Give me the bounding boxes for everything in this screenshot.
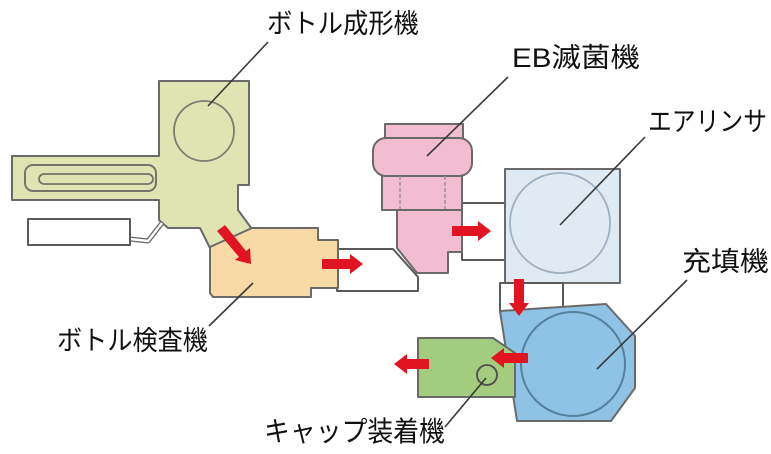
air-rinser-body [504,168,621,284]
sterilizer-lower-block [396,209,463,274]
leader-line-inspector [208,282,254,327]
rinser-turret-circle [509,172,611,274]
bottle-inspector-body [209,227,339,298]
capper-body [417,337,516,398]
leader-line-rinser [559,136,646,226]
sterilizer-mid-block [381,173,463,211]
former-turret-circle [173,100,235,162]
flow-arrow-capper-outfeed [394,354,429,374]
leader-line-sterilizer [426,76,509,157]
flow-arrows [217,221,529,374]
leader-line-former [207,41,269,107]
capper-detail-circle [476,364,498,386]
label-capper: キャップ装着機 [264,416,445,447]
bottle-former-machine [11,80,253,249]
filler-machine [499,303,636,422]
leader-lines [207,41,688,428]
eb-sterilizer-machine [372,123,473,274]
sterilizer-drum [372,137,473,177]
air-rinser-machine [504,168,621,284]
leader-line-filler [596,279,688,370]
filler-body [499,303,636,422]
leader-line-capper [444,377,487,428]
labels: ボトル成形機 EB滅菌機 エアリンサ 充填機 ボトル検査機 キャップ装着機 [57,9,769,447]
flow-arrow-filler-to-capper [491,348,528,368]
label-bottle-inspector: ボトル検査機 [57,326,208,356]
label-air-rinser: エアリンサ [648,107,767,137]
flow-arrow-sterilizer-to-rinser [452,221,491,241]
label-filler: 充填機 [682,247,769,277]
feed-connector-tube-outline [129,221,164,244]
preform-rail-outer [24,164,157,192]
flow-arrow-inspector-to-conveyor [322,254,363,274]
preform-rail-inner [38,173,154,185]
preform-feed-box [27,218,131,246]
filler-turret-circle [520,311,626,417]
label-eb-sterilizer: EB滅菌機 [512,43,640,73]
capper-machine [417,337,516,398]
feed-connector-tube [129,222,163,243]
label-bottle-former: ボトル成形機 [267,9,419,39]
flow-arrow-former-to-inspector [217,225,251,264]
flow-arrow-rinser-to-filler [509,279,529,316]
bottle-inspector-machine [209,227,339,298]
